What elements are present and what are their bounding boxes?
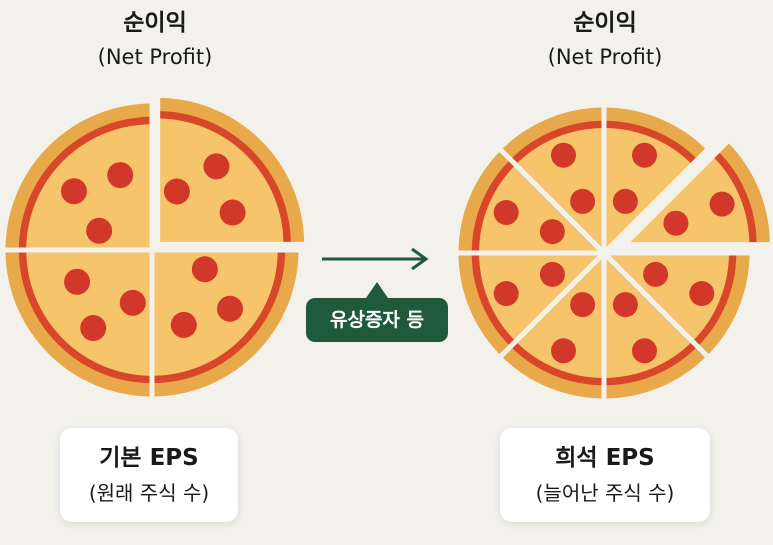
diluted-eps-label: 희석 EPS <box>555 445 655 471</box>
pepperoni <box>493 281 519 307</box>
slice-gap <box>149 247 304 402</box>
pizza-slice <box>149 247 304 402</box>
slice-gap <box>453 145 607 256</box>
basic-eps-sublabel: (원래 주식 수) <box>88 481 210 505</box>
slice-cheese <box>515 253 604 378</box>
pizza-slice <box>453 145 607 256</box>
pizza-slice <box>601 250 712 404</box>
slice-cheese <box>157 118 284 245</box>
slice-cheese <box>26 124 153 250</box>
pepperoni <box>60 178 87 205</box>
left-heading: 순이익 (Net Profit) <box>5 8 305 72</box>
pepperoni <box>663 210 689 236</box>
pepperoni <box>64 268 91 295</box>
slice-gap <box>155 92 310 247</box>
pizza-slice <box>601 250 755 361</box>
slice-gap <box>621 137 773 248</box>
diluted-eps-sublabel: (늘어난 주식 수) <box>535 481 675 505</box>
pizza-slice <box>621 137 773 248</box>
left-subtitle: (Net Profit) <box>97 45 213 69</box>
pepperoni <box>689 281 715 307</box>
pepperoni <box>643 261 669 287</box>
slice-cheese <box>479 164 604 253</box>
pepperoni <box>570 292 596 318</box>
pizza-slice <box>155 92 310 247</box>
pepperoni <box>119 289 146 316</box>
pepperoni <box>86 217 113 244</box>
pizza-slice <box>496 102 607 256</box>
pepperoni <box>550 142 576 168</box>
slice-gap <box>0 247 155 402</box>
slice-cheese <box>624 156 750 245</box>
slice-cheese <box>604 253 693 378</box>
pizza-4-slices <box>0 92 310 402</box>
pizza-slice <box>453 250 607 361</box>
basic-eps-card: 기본 EPS (원래 주식 수) <box>60 428 238 522</box>
diluted-eps-card: 희석 EPS (늘어난 주식 수) <box>500 428 710 522</box>
pizza-slice <box>0 247 155 402</box>
pizza-slice <box>601 102 712 256</box>
slice-cheese <box>604 253 729 342</box>
pepperoni <box>493 199 519 225</box>
pizza-8-slices <box>453 102 773 404</box>
pepperoni <box>570 188 596 214</box>
pepperoni <box>219 199 246 226</box>
slice-cheese <box>152 250 278 376</box>
slice-gap <box>496 102 607 256</box>
left-title: 순이익 <box>123 10 187 36</box>
pepperoni <box>632 338 658 364</box>
pepperoni <box>203 153 230 180</box>
arrow-right-icon <box>322 247 429 298</box>
pepperoni <box>550 338 576 364</box>
pepperoni <box>612 188 638 214</box>
slice-cheese <box>479 253 604 342</box>
pepperoni <box>80 315 107 342</box>
pepperoni <box>107 162 134 189</box>
pizza-slice <box>496 250 607 404</box>
pepperoni <box>539 219 565 245</box>
pepperoni <box>163 178 190 205</box>
slice-gap <box>496 250 607 404</box>
slice-gap <box>601 102 712 256</box>
slice-gap <box>601 250 755 361</box>
pepperoni <box>191 256 218 283</box>
pepperoni <box>217 295 244 322</box>
right-title: 순이익 <box>573 10 637 36</box>
slice-gap <box>601 250 712 404</box>
slice-cheese <box>26 250 153 376</box>
slice-gap <box>453 250 607 361</box>
pepperoni <box>632 142 658 168</box>
slice-cheese <box>604 128 693 253</box>
basic-eps-label: 기본 EPS <box>99 445 199 471</box>
pepperoni <box>170 311 197 338</box>
right-subtitle: (Net Profit) <box>547 45 663 69</box>
slice-gap <box>0 98 155 253</box>
pizza-slice <box>0 98 155 253</box>
slice-cheese <box>515 128 604 253</box>
capital-increase-badge: 유상증자 등 <box>306 298 448 342</box>
badge-pointer <box>366 282 388 298</box>
pepperoni <box>709 191 735 217</box>
pepperoni <box>539 261 565 287</box>
right-heading: 순이익 (Net Profit) <box>455 8 755 72</box>
arrow-head <box>411 247 429 271</box>
pepperoni <box>612 292 638 318</box>
